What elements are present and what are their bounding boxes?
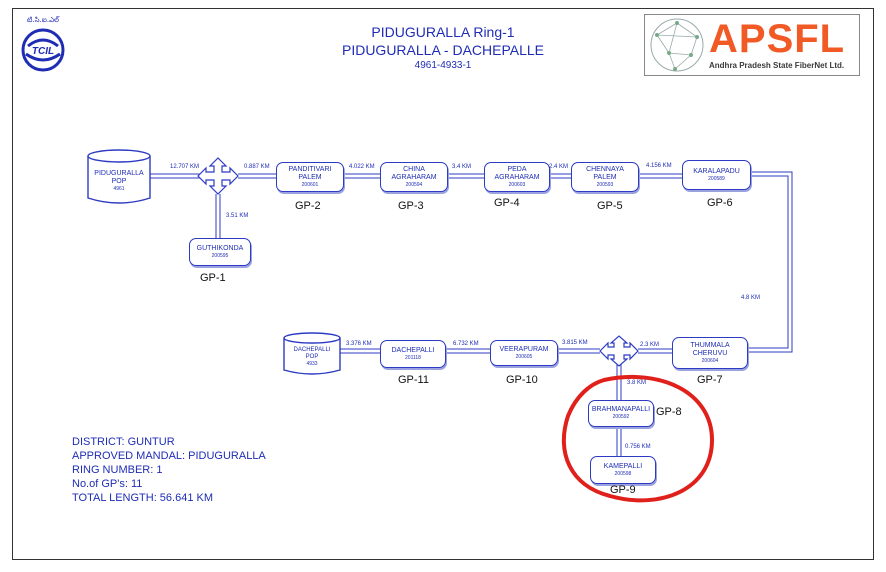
node-code: 200605 bbox=[515, 353, 533, 360]
node-name: VEERAPURAM bbox=[499, 345, 549, 353]
distance-label: 6.732 KM bbox=[453, 341, 479, 347]
node-karalapadu: KARALAPADU 200589 bbox=[682, 160, 751, 190]
district-text: DISTRICT: GUNTUR bbox=[72, 436, 175, 448]
distance-label: 3.815 KM bbox=[562, 340, 588, 346]
node-name: KARALAPADU bbox=[693, 167, 740, 175]
gp-label: GP-5 bbox=[597, 200, 623, 212]
network-globe-icon bbox=[650, 18, 704, 72]
mandal-text: APPROVED MANDAL: PIDUGURALLA bbox=[72, 450, 266, 462]
gp-label: GP-3 bbox=[398, 200, 424, 212]
distance-label: 12.707 KM bbox=[170, 164, 200, 170]
node-code: 200594 bbox=[405, 181, 423, 188]
distance-label: 0.887 KM bbox=[244, 164, 270, 170]
distance-label: 0.756 KM bbox=[625, 444, 651, 450]
pop-cylinder-icon bbox=[283, 338, 341, 375]
gp-label: GP-6 bbox=[707, 197, 733, 209]
ring-info: DISTRICT: GUNTUR APPROVED MANDAL: PIDUGU… bbox=[72, 435, 266, 505]
node-name: PANDITIVARI PALEM bbox=[288, 165, 332, 181]
node-guthikonda: GUTHIKONDA 200595 bbox=[189, 238, 251, 266]
node-name: PIDUGURALLA POP bbox=[94, 169, 144, 185]
diagram-subtitle: PIDUGURALLA - DACHEPALLE bbox=[341, 42, 545, 58]
node-code: 201118 bbox=[405, 354, 421, 361]
gp-label: GP-11 bbox=[398, 374, 429, 386]
node-name: BRAHMANAPALLI bbox=[591, 406, 651, 413]
node-code: 4933 bbox=[306, 360, 318, 367]
node-name: CHENNAYA PALEM bbox=[586, 165, 624, 181]
gp-label: GP-10 bbox=[506, 374, 538, 386]
node-piduguralla-pop: PIDUGURALLA POP 4961 bbox=[89, 164, 149, 198]
svg-text:టి.సి.ఐ.ఎల్: టి.సి.ఐ.ఎల్ bbox=[27, 16, 60, 24]
distance-label: 4.8 KM bbox=[741, 295, 761, 301]
node-dachepalli: DACHEPALLI 201118 bbox=[380, 340, 446, 368]
distance-label: 2.3 KM bbox=[640, 342, 660, 348]
splitter-arrow-icon bbox=[599, 335, 639, 367]
gp-label: GP-7 bbox=[697, 374, 723, 386]
distance-label: 3.4 KM bbox=[452, 164, 472, 170]
total-length-text: TOTAL LENGTH: 56.641 KM bbox=[72, 492, 214, 504]
node-peda-agraharam: PEDA AGRAHARAM 200603 bbox=[484, 162, 550, 192]
node-china-agraharam: CHINA AGRAHARAM 200594 bbox=[380, 162, 448, 192]
node-thummala-cheruvu: THUMMALA CHERUVU 200604 bbox=[672, 337, 748, 369]
node-code: 200595 bbox=[211, 252, 229, 259]
node-dachepalli-pop: DACHEPALLI POP 4933 bbox=[285, 343, 339, 371]
svg-text:TCIL: TCIL bbox=[32, 46, 54, 57]
node-name: THUMMALA CHERUVU bbox=[690, 341, 730, 357]
node-code: 200598 bbox=[614, 470, 632, 477]
ring-number-text: RING NUMBER: 1 bbox=[72, 464, 163, 476]
tcil-logo-icon: టి.సి.ఐ.ఎల్ TCIL bbox=[20, 12, 66, 74]
node-panditivari-palem: PANDITIVARI PALEM 200601 bbox=[276, 162, 344, 192]
distance-label: 4.156 KM bbox=[646, 163, 672, 169]
diagram-code: 4961-4933-1 bbox=[414, 60, 472, 71]
apsfl-logo: APSFL Andhra Pradesh State FiberNet Ltd. bbox=[644, 14, 860, 76]
node-name: KAMEPALLI bbox=[603, 462, 643, 470]
node-code: 200603 bbox=[508, 181, 526, 188]
node-name: DACHEPALLI POP bbox=[293, 346, 331, 360]
splitter-arrow-icon bbox=[197, 157, 239, 195]
node-name: CHINA AGRAHARAM bbox=[391, 165, 437, 181]
gp-count-text: No.of GP's: 11 bbox=[72, 478, 143, 490]
link-gp6-gp7 bbox=[747, 171, 793, 353]
gp-label: GP-8 bbox=[656, 406, 682, 418]
node-chennaya-palem: CHENNAYA PALEM 200593 bbox=[571, 162, 639, 192]
annotation-circle bbox=[561, 374, 715, 503]
pop-cylinder-icon bbox=[87, 156, 151, 204]
gp-label: GP-2 bbox=[295, 200, 321, 212]
node-code: 4961 bbox=[113, 185, 125, 192]
node-code: 200601 bbox=[301, 181, 319, 188]
node-code: 200604 bbox=[701, 357, 719, 364]
node-code: 200593 bbox=[596, 181, 614, 188]
gp-label: GP-4 bbox=[494, 197, 520, 209]
node-veerapuram: VEERAPURAM 200605 bbox=[490, 340, 558, 366]
node-kamepalli: KAMEPALLI 200598 bbox=[590, 456, 656, 484]
node-name: DACHEPALLI bbox=[391, 346, 435, 354]
distance-label: 3.51 KM bbox=[226, 213, 249, 219]
gp-label: GP-9 bbox=[610, 484, 636, 496]
gp-label: GP-1 bbox=[200, 272, 226, 284]
diagram-title: PIDUGURALLA Ring-1 bbox=[371, 24, 515, 40]
node-brahmanapalli: BRAHMANAPALLI 200592 bbox=[588, 400, 654, 427]
page-frame bbox=[12, 8, 874, 560]
apsfl-tagline: Andhra Pradesh State FiberNet Ltd. bbox=[709, 61, 845, 70]
node-code: 200589 bbox=[708, 175, 725, 182]
node-code: 200592 bbox=[612, 414, 630, 420]
distance-label: 2.4 KM bbox=[549, 164, 569, 170]
distance-label: 4.022 KM bbox=[349, 164, 375, 170]
node-name: GUTHIKONDA bbox=[196, 244, 244, 252]
distance-label: 3.376 KM bbox=[346, 341, 372, 347]
distance-label: 3.8 KM bbox=[627, 380, 647, 386]
apsfl-wordmark: APSFL bbox=[709, 17, 846, 61]
node-name: PEDA AGRAHARAM bbox=[494, 165, 540, 181]
